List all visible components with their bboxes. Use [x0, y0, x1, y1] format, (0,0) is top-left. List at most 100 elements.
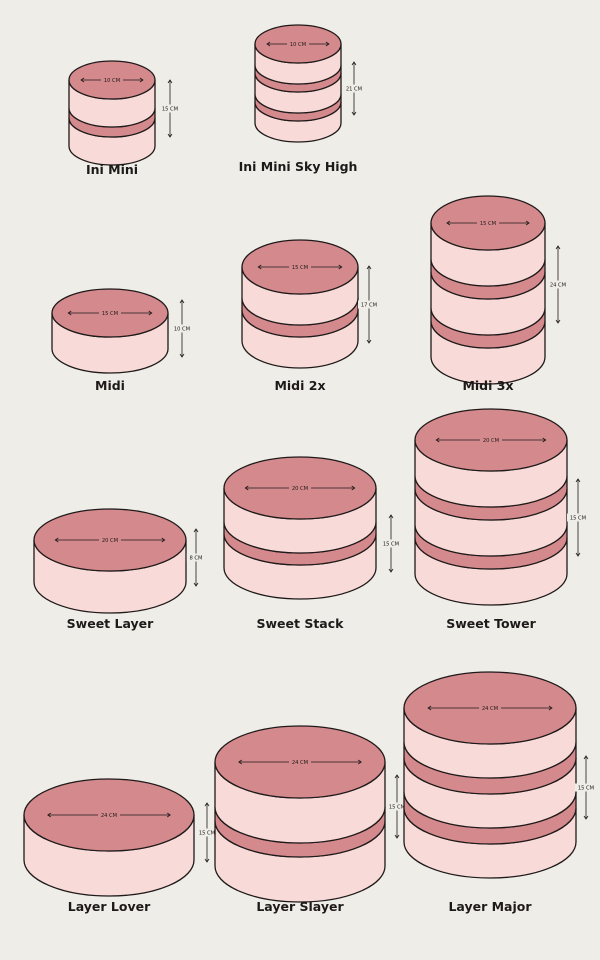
height-label-bg	[386, 802, 408, 811]
diameter-label-bg	[289, 484, 311, 492]
arrowhead-up	[179, 299, 185, 304]
diameter-label: 10 CM	[290, 42, 306, 48]
arrowhead-down	[167, 133, 173, 138]
diameter-label-bg	[479, 704, 501, 712]
arrowhead-down	[193, 582, 199, 587]
height-label: 24 CM	[550, 282, 566, 288]
diameter-label: 15 CM	[102, 311, 118, 317]
diameter-label: 20 CM	[483, 438, 499, 444]
diameter-label-bg	[289, 263, 311, 271]
height-label-bg	[547, 280, 569, 289]
height-label: 15 CM	[578, 785, 594, 791]
cake-4: 15 CM 17 CM Midi 2x	[241, 239, 380, 393]
diameter-label: 24 CM	[292, 760, 308, 766]
cake-3: 15 CM 10 CM Midi	[51, 288, 193, 393]
arrowhead-up	[555, 245, 561, 250]
height-label: 15 CM	[383, 541, 399, 547]
arrowhead-left	[427, 705, 432, 711]
arrowhead-right	[148, 310, 153, 316]
arrowhead-right	[161, 537, 166, 543]
arrowhead-left	[238, 759, 243, 765]
diameter-label-bg	[99, 536, 121, 544]
arrowhead-down	[583, 815, 589, 820]
cake-10: 24 CM 15 CM Layer Slayer	[214, 725, 408, 914]
height-label-bg	[567, 513, 589, 522]
arrowhead-right	[351, 485, 356, 491]
arrowhead-up	[193, 528, 199, 533]
diameter-label-bg	[98, 811, 120, 819]
arrowhead-up	[388, 514, 394, 519]
cake-5: 15 CM 24 CM Midi 3x	[430, 195, 569, 393]
diameter-label-bg	[101, 76, 123, 84]
arrowhead-right	[325, 41, 330, 47]
height-label-bg	[358, 300, 380, 309]
diameter-label-bg	[287, 40, 309, 48]
height-label: 17 CM	[361, 302, 377, 308]
arrowhead-down	[351, 111, 357, 116]
cake-name: Layer Slayer	[256, 899, 344, 914]
arrowhead-down	[388, 568, 394, 573]
arrowhead-down	[204, 858, 210, 863]
cake-name: Ini Mini Sky High	[239, 159, 358, 174]
height-label: 15 CM	[389, 804, 405, 810]
height-label-bg	[380, 539, 402, 548]
arrowhead-left	[54, 537, 59, 543]
arrowhead-right	[166, 812, 171, 818]
cake-name: Sweet Stack	[257, 616, 345, 631]
arrowhead-right	[548, 705, 553, 711]
cake-9: 24 CM 15 CM Layer Lover	[23, 778, 218, 914]
arrowhead-up	[351, 61, 357, 66]
arrowhead-down	[394, 834, 400, 839]
height-label: 15 CM	[199, 830, 215, 836]
arrowhead-up	[575, 478, 581, 483]
diameter-label: 20 CM	[102, 538, 118, 544]
diameter-label: 24 CM	[101, 813, 117, 819]
cake-name: Midi	[95, 378, 125, 393]
arrowhead-up	[167, 79, 173, 84]
cake-name: Sweet Tower	[446, 616, 536, 631]
arrowhead-up	[204, 802, 210, 807]
arrowhead-left	[244, 485, 249, 491]
arrowhead-left	[435, 437, 440, 443]
diameter-label: 24 CM	[482, 706, 498, 712]
diameter-label: 15 CM	[292, 265, 308, 271]
diameter-label-bg	[480, 436, 502, 444]
cake-name: Midi 3x	[462, 378, 513, 393]
height-label-bg	[196, 828, 218, 837]
cake-name: Ini Mini	[86, 162, 138, 177]
height-label-bg	[186, 553, 206, 562]
height-label: 15 CM	[162, 106, 178, 112]
arrowhead-down	[575, 552, 581, 557]
height-label-bg	[343, 84, 365, 93]
arrowhead-right	[542, 437, 547, 443]
cake-name: Layer Lover	[68, 899, 151, 914]
cake-name: Midi 2x	[274, 378, 325, 393]
arrowhead-right	[139, 77, 144, 83]
cake-1: 10 CM 15 CM Ini Mini	[68, 60, 181, 177]
arrowhead-left	[47, 812, 52, 818]
diameter-label: 15 CM	[480, 221, 496, 227]
diameter-label-bg	[99, 309, 121, 317]
height-label-bg	[171, 324, 193, 333]
height-label: 10 CM	[174, 326, 190, 332]
arrowhead-down	[555, 319, 561, 324]
cake-8: 20 CM 15 CM Sweet Tower	[414, 408, 589, 631]
arrowhead-up	[394, 774, 400, 779]
arrowhead-up	[366, 265, 372, 270]
arrowhead-left	[67, 310, 72, 316]
arrowhead-down	[366, 339, 372, 344]
diameter-label-bg	[289, 758, 311, 766]
height-label-bg	[159, 104, 181, 113]
height-label: 15 CM	[570, 515, 586, 521]
diameter-label: 20 CM	[292, 486, 308, 492]
diameter-label: 10 CM	[104, 78, 120, 84]
arrowhead-right	[357, 759, 362, 765]
arrowhead-left	[446, 220, 451, 226]
arrowhead-left	[257, 264, 262, 270]
cake-name: Layer Major	[448, 899, 532, 914]
arrowhead-right	[525, 220, 530, 226]
